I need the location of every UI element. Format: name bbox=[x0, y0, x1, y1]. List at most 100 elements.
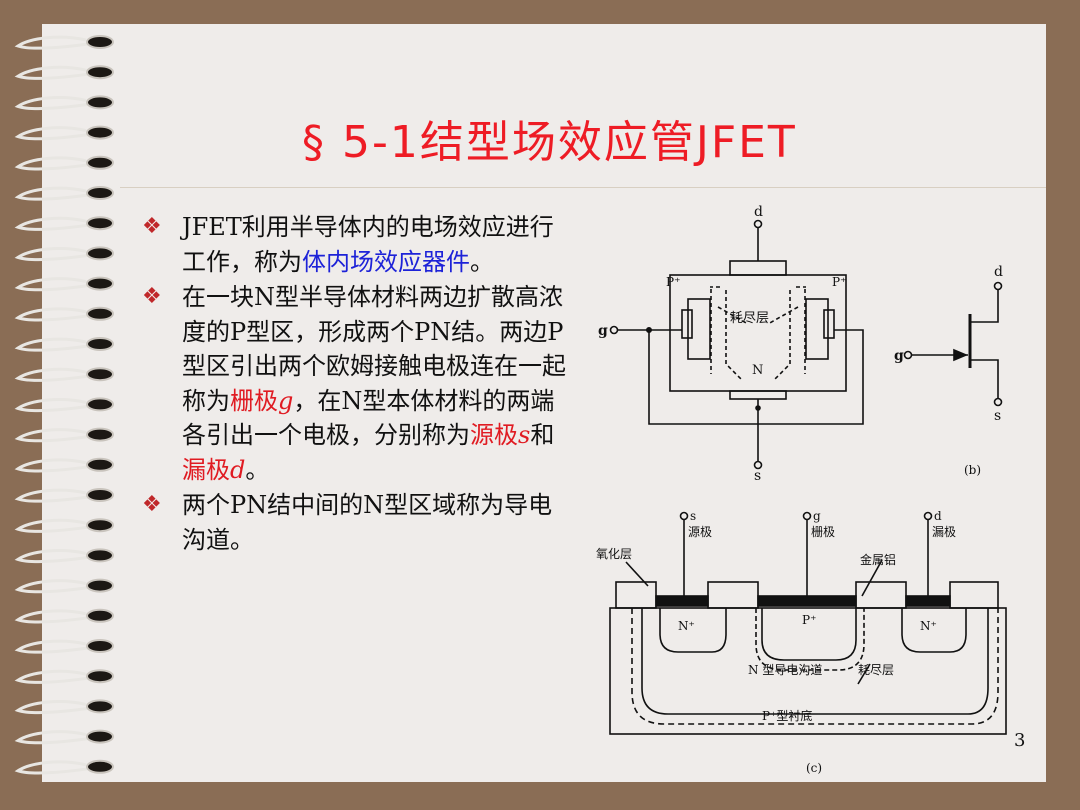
fig-a-g-label: g bbox=[598, 323, 608, 339]
binding-hole bbox=[86, 337, 114, 351]
binding-hole bbox=[86, 276, 114, 291]
spiral-binding bbox=[14, 35, 114, 775]
fig-b-s-label: s bbox=[994, 408, 1001, 424]
diamond-cluster-icon: ❖ bbox=[142, 214, 162, 239]
binding-ring bbox=[14, 35, 89, 50]
fig-c-depletion-label: 耗尽层 bbox=[858, 663, 894, 677]
binding-hole bbox=[86, 246, 114, 261]
fig-a-depletion-label: 耗尽层 bbox=[730, 311, 769, 326]
bullet-text: JFET利用半导体内的电场效应进行工作，称为体内场效应器件。 bbox=[182, 213, 554, 276]
binding-ring bbox=[14, 247, 89, 262]
text-run: 。 bbox=[245, 455, 270, 484]
binding-hole bbox=[86, 95, 114, 110]
fig-c-oxide-label: 氧化层 bbox=[596, 547, 632, 561]
highlight-red: 源极 bbox=[470, 421, 518, 449]
diamond-cluster-icon: ❖ bbox=[142, 492, 162, 517]
binding-ring bbox=[14, 186, 89, 201]
text-run: ，在N型本体材料的两端各引出一个电极，分别称为 bbox=[182, 386, 555, 450]
fig-c-caption: (c) bbox=[806, 761, 822, 775]
figure-a-structure bbox=[609, 219, 864, 470]
fig-b-g-label: g bbox=[894, 348, 904, 364]
binding-ring bbox=[14, 458, 89, 473]
page-title: § 5-1结型场效应管JFET bbox=[302, 117, 797, 168]
fig-a-p-left-label: P⁺ bbox=[666, 275, 680, 289]
binding-ring bbox=[14, 518, 89, 533]
symbol-red: d bbox=[230, 455, 246, 484]
binding-hole bbox=[86, 639, 114, 653]
binding-ring bbox=[14, 277, 89, 292]
binding-hole bbox=[86, 125, 114, 140]
binding-ring bbox=[14, 730, 89, 745]
binding-hole bbox=[86, 608, 114, 623]
text-run: 两个PN结中间的N型区域称为导电沟道。 bbox=[182, 491, 553, 554]
fig-b-d-label: d bbox=[994, 264, 1003, 280]
binding-hole bbox=[86, 548, 114, 563]
page-number: 3 bbox=[1014, 730, 1026, 751]
bullet-item: ❖ 在一块N型半导体材料两边扩散高浓度的P型区，形成两个PN结。两边P型区引出两… bbox=[142, 280, 572, 487]
binding-ring bbox=[14, 337, 89, 352]
binding-ring bbox=[14, 549, 89, 564]
bullet-item: ❖ 两个PN结中间的N型区域称为导电沟道。 bbox=[142, 488, 572, 557]
fig-a-n-label: N bbox=[752, 363, 763, 378]
binding-hole bbox=[86, 457, 114, 472]
fig-c-d-label: d bbox=[934, 509, 942, 523]
bullet-list: ❖ JFET利用半导体内的电场效应进行工作，称为体内场效应器件。 ❖ 在一块N型… bbox=[142, 210, 572, 558]
slide: § 5-1结型场效应管JFET ❖ JFET利用半导体内的电场效应进行工作，称为… bbox=[42, 24, 1046, 782]
text-run: 在一块N型半导体材料两边扩散高浓度的P型区，形成两个PN结。两边P型区引出两个欧… bbox=[182, 283, 566, 415]
binding-hole bbox=[86, 427, 114, 442]
binding-hole bbox=[86, 397, 114, 412]
binding-hole bbox=[86, 578, 114, 593]
binding-hole bbox=[86, 186, 114, 200]
fig-c-gate-label: 栅极 bbox=[811, 524, 835, 539]
binding-hole bbox=[86, 306, 114, 321]
figure-c-cross-section bbox=[609, 511, 1007, 735]
binding-ring bbox=[14, 579, 89, 594]
binding-ring bbox=[14, 760, 89, 775]
binding-hole bbox=[86, 488, 114, 502]
binding-hole bbox=[86, 35, 114, 49]
fig-b-caption: (b) bbox=[964, 463, 981, 477]
diamond-cluster-icon: ❖ bbox=[142, 284, 162, 309]
binding-ring bbox=[14, 488, 89, 503]
binding-ring bbox=[14, 307, 89, 322]
fig-c-nplus-right-label: N⁺ bbox=[920, 619, 937, 633]
binding-ring bbox=[14, 609, 89, 624]
bullet-text: 在一块N型半导体材料两边扩散高浓度的P型区，形成两个PN结。两边P型区引出两个欧… bbox=[182, 283, 566, 484]
highlight-red: 栅极 bbox=[230, 386, 278, 415]
binding-hole bbox=[86, 669, 114, 684]
fig-c-substrate-label: P⁺型衬底 bbox=[762, 708, 812, 723]
fig-c-channel-label: N 型导电沟道 bbox=[748, 663, 822, 677]
binding-ring bbox=[14, 156, 89, 171]
binding-hole bbox=[86, 216, 114, 231]
binding-hole bbox=[86, 155, 114, 170]
fig-c-drain-label: 漏极 bbox=[932, 525, 956, 539]
binding-ring bbox=[14, 216, 89, 231]
fig-a-s-label: s bbox=[754, 468, 761, 484]
jfet-figures: d s g P⁺ P⁺ 耗尽层 N d s g (b) s g d 源极 栅极 … bbox=[596, 204, 1007, 775]
symbol-red: s bbox=[518, 421, 531, 449]
figure-b-symbol bbox=[903, 281, 1003, 407]
binding-hole bbox=[86, 518, 114, 533]
text-run: JFET利用半导体内的电场效应进行工作，称为 bbox=[182, 213, 554, 276]
binding-ring bbox=[14, 700, 89, 715]
fig-c-s-label: s bbox=[690, 509, 696, 523]
text-run: 和 bbox=[530, 421, 555, 449]
binding-hole bbox=[86, 759, 114, 774]
highlight-red: 漏极 bbox=[182, 455, 230, 484]
binding-ring bbox=[14, 65, 89, 80]
fig-c-g-label: g bbox=[813, 509, 821, 523]
bullet-text: 两个PN结中间的N型区域称为导电沟道。 bbox=[182, 491, 552, 554]
fig-c-metal-label: 金属铝 bbox=[860, 552, 896, 567]
fig-c-nplus-left-label: N⁺ bbox=[678, 619, 695, 633]
binding-ring bbox=[14, 96, 89, 111]
binding-ring bbox=[14, 428, 89, 443]
binding-hole bbox=[86, 729, 114, 744]
binding-ring bbox=[14, 126, 89, 141]
binding-hole bbox=[86, 699, 114, 714]
binding-ring bbox=[14, 669, 89, 684]
highlight-blue: 体内场效应器件 bbox=[302, 247, 470, 276]
symbol-red: g bbox=[278, 386, 294, 415]
binding-ring bbox=[14, 398, 89, 413]
binding-ring bbox=[14, 639, 89, 654]
fig-a-d-label: d bbox=[754, 204, 763, 220]
